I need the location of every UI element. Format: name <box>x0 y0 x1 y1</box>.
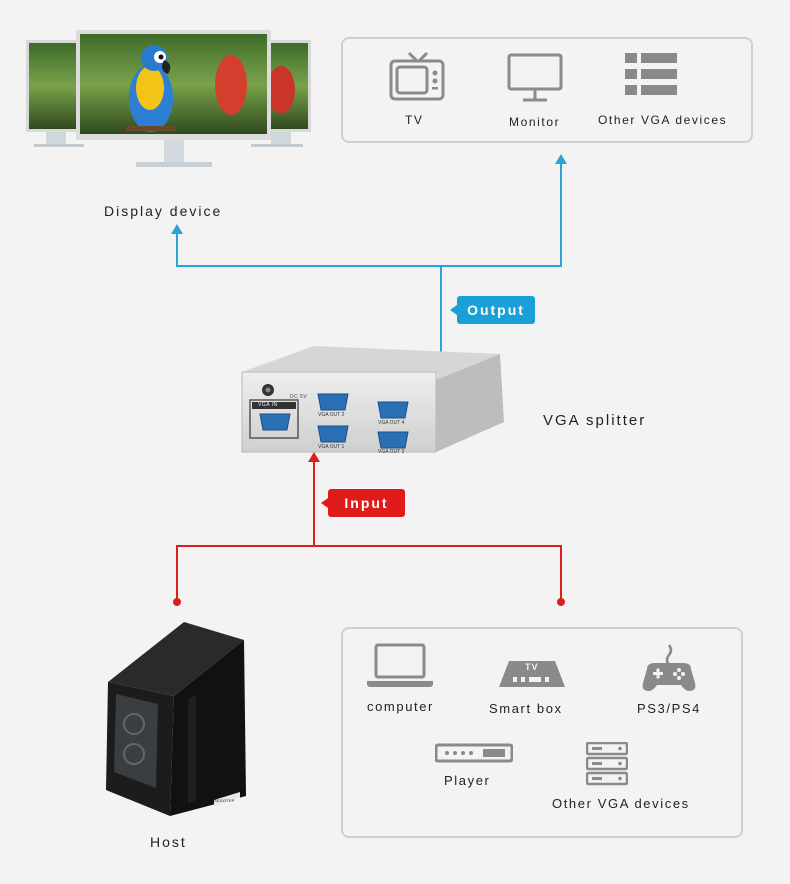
vga-splitter-image: DC 5V VGA IN VGA OUT 2 VGA OUT 4 VGA OUT… <box>238 344 508 456</box>
server-stack-icon <box>586 742 628 786</box>
monitor-label: Monitor <box>509 115 561 129</box>
vga-splitter-label: VGA splitter <box>543 412 647 429</box>
monitor-icon <box>507 53 563 103</box>
ps3-ps4-label: PS3/PS4 <box>637 701 701 716</box>
host-pc-image: SEGOTEP <box>104 620 249 820</box>
vga-out-4-label: VGA OUT 4 <box>378 420 405 426</box>
vga-in-label: VGA IN <box>258 402 278 408</box>
dc-jack-label: DC 5V <box>290 394 308 400</box>
other-vga-devices-output-label: Other VGA devices <box>598 113 728 127</box>
grid-list-icon <box>625 53 677 97</box>
host-label: Host <box>150 834 187 850</box>
input-sources-box: computer TV Smart box PS3/PS4 <box>341 627 743 838</box>
host-brand-label: SEGOTEP <box>214 798 235 803</box>
vga-out-3-label: VGA OUT 3 <box>378 449 405 455</box>
output-devices-box: TV Monitor Other VGA devices <box>341 37 753 143</box>
other-vga-devices-input-label: Other VGA devices <box>552 796 690 811</box>
vga-out-2-label: VGA OUT 2 <box>318 412 345 418</box>
tv-box-badge: TV <box>525 662 539 672</box>
gamepad-icon <box>641 643 697 693</box>
player-label: Player <box>444 773 491 788</box>
tv-icon <box>389 51 445 103</box>
tv-box-icon: TV <box>499 659 565 689</box>
vga-out-1-label: VGA OUT 1 <box>318 444 345 450</box>
laptop-icon <box>367 643 433 689</box>
dvd-player-icon <box>435 743 513 763</box>
input-tag: Input <box>321 489 405 517</box>
computer-label: computer <box>367 699 434 714</box>
output-tag: Output <box>450 296 535 324</box>
smart-box-label: Smart box <box>489 701 563 716</box>
tv-label: TV <box>405 113 424 127</box>
display-devices-image <box>26 30 311 175</box>
display-device-label: Display device <box>104 203 223 219</box>
